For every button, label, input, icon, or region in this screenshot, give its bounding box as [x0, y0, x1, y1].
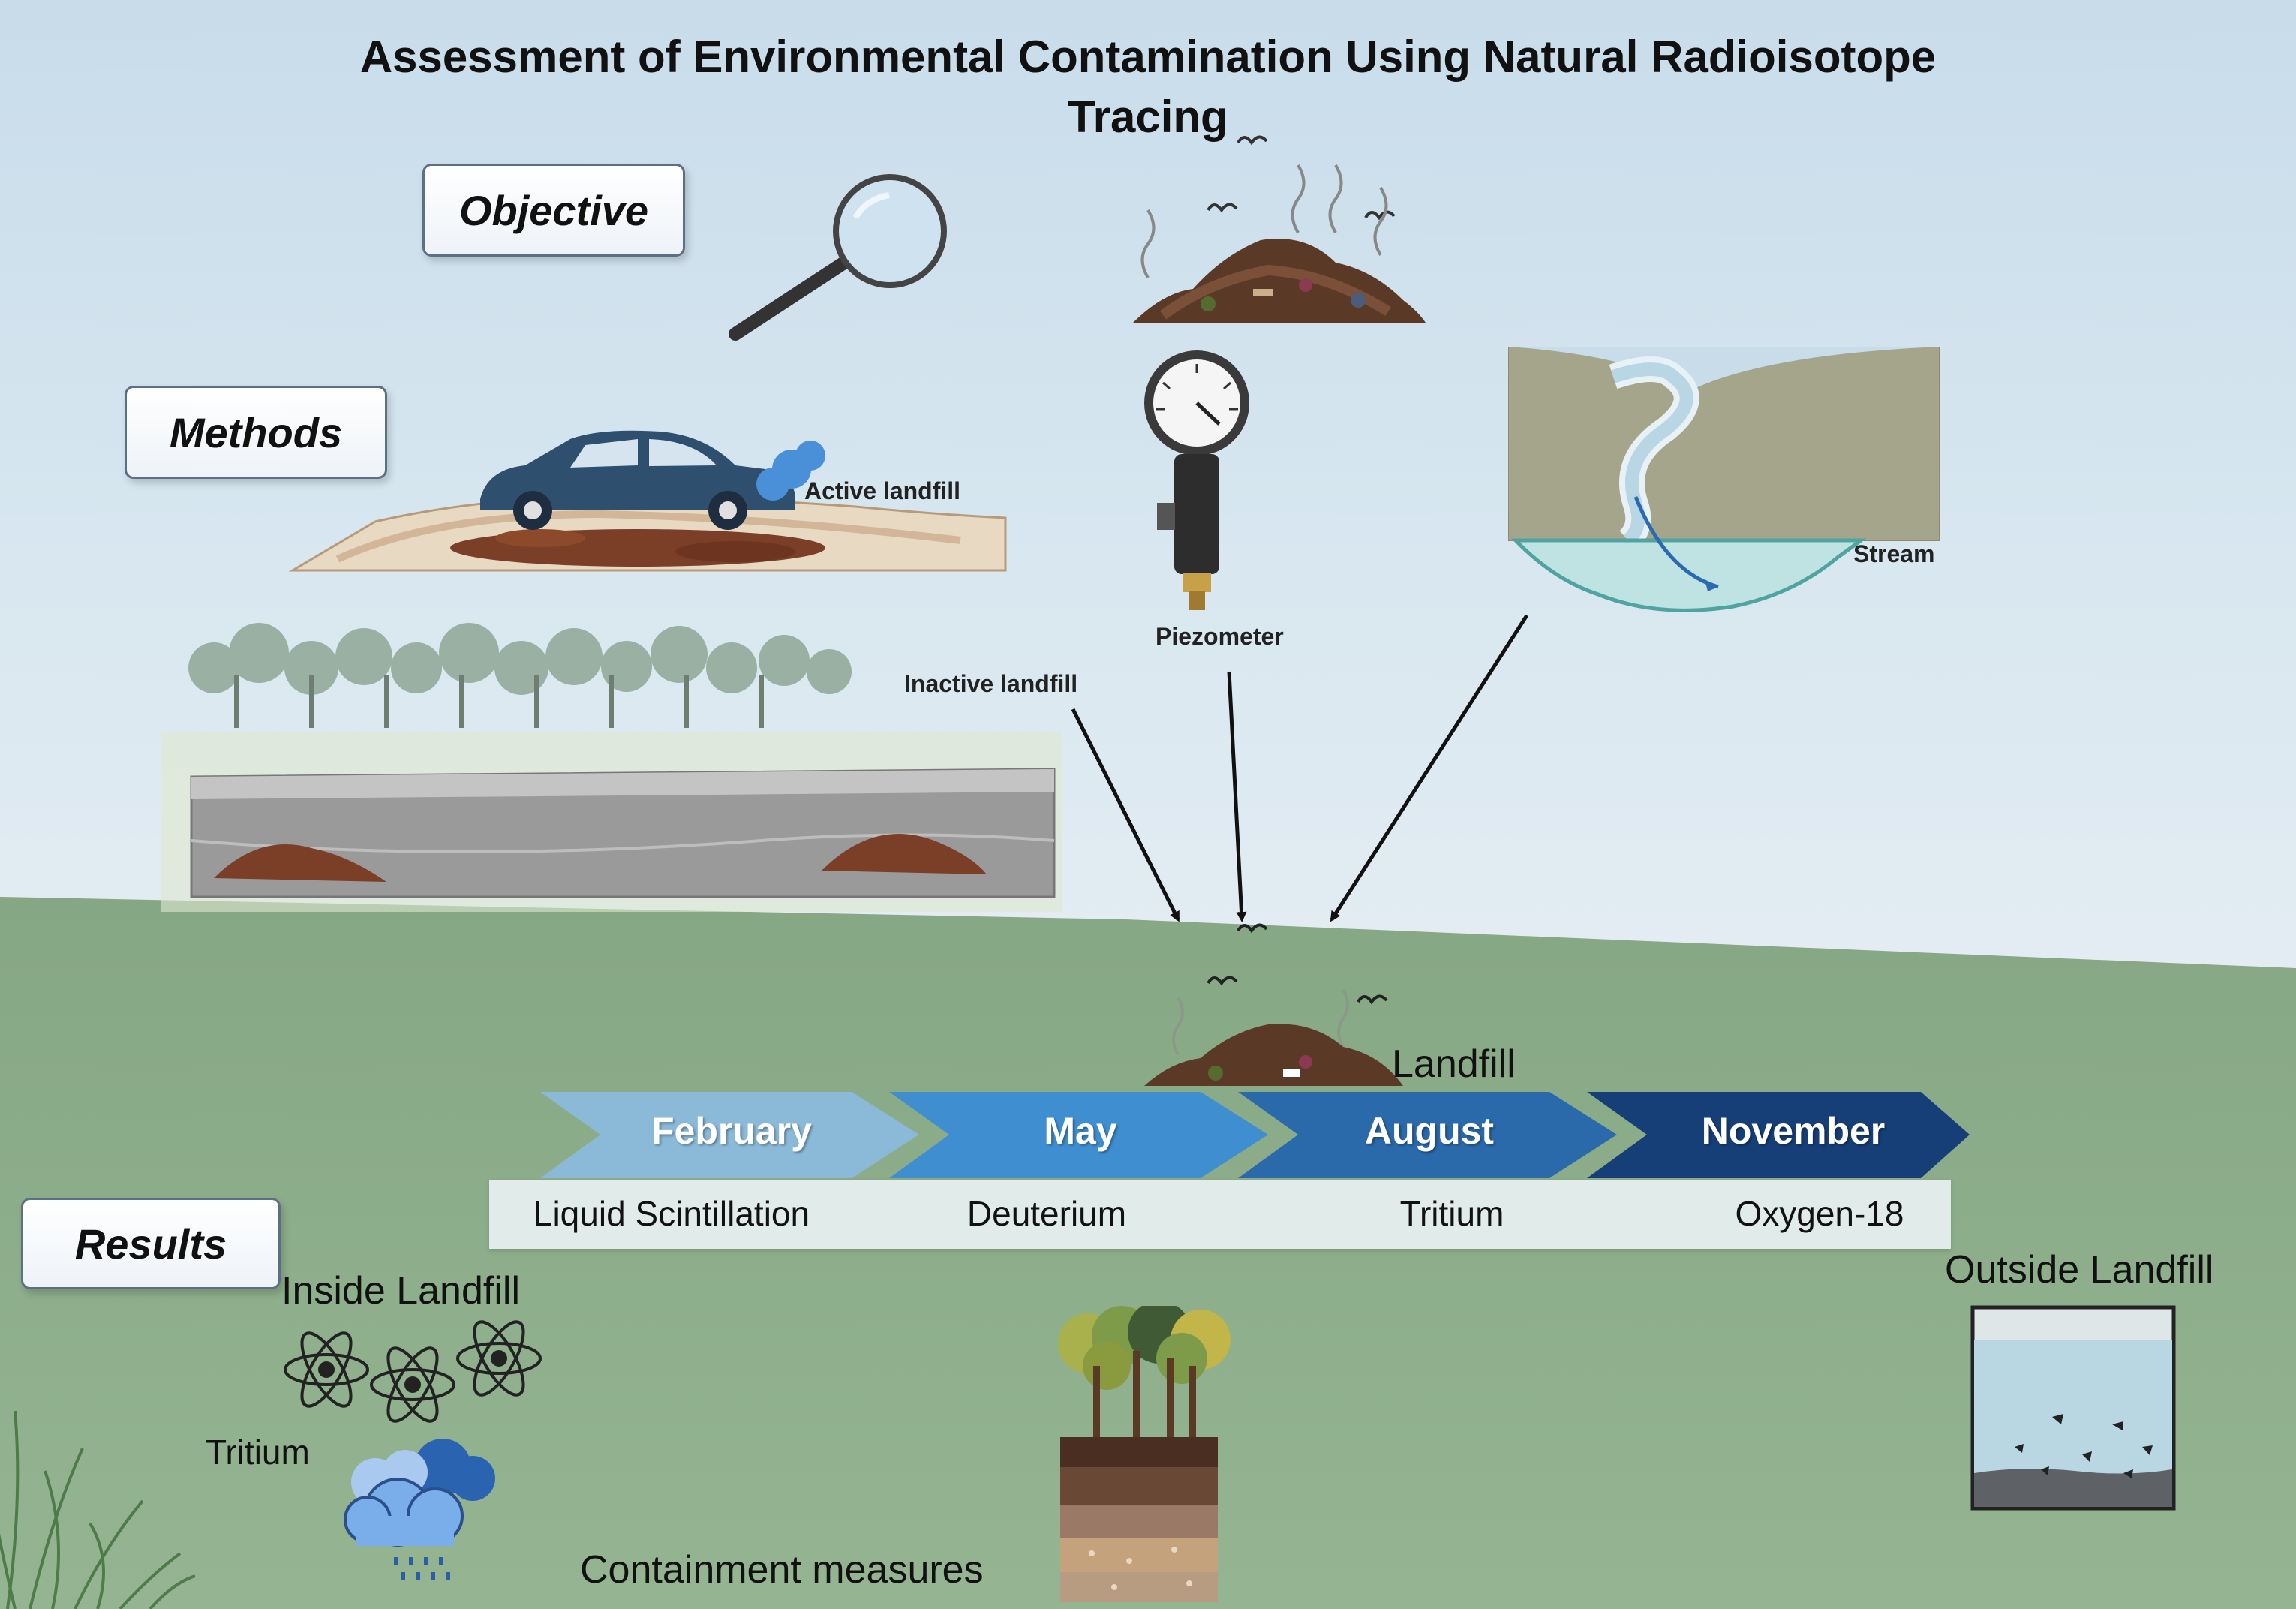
- inside-landfill-label: Inside Landfill: [281, 1269, 520, 1313]
- timeline-chevrons: [540, 1092, 1970, 1178]
- measure-liquid-scintillation: Liquid Scintillation: [533, 1194, 810, 1233]
- landfill-pile-center: [1144, 923, 1403, 1086]
- measurement-bar: [489, 1180, 1951, 1249]
- methods-label: Methods: [169, 408, 343, 456]
- measure-oxygen-18: Oxygen-18: [1735, 1194, 1904, 1233]
- objective-label: Objective: [458, 186, 649, 234]
- containment-measures-label: Containment measures: [580, 1548, 984, 1592]
- trees-soil-column: [1058, 1306, 1231, 1602]
- measure-deuterium: Deuterium: [966, 1194, 1127, 1233]
- month-february: February: [651, 1110, 812, 1152]
- stream-label: Stream: [1853, 540, 1935, 567]
- atom-icon: [370, 1346, 455, 1423]
- inactive-landfill-label: Inactive landfill: [904, 670, 1078, 697]
- landfill-label: Landfill: [1392, 1042, 1516, 1086]
- outside-landfill-container: [1970, 1305, 2176, 1511]
- chevron-august: [1238, 1092, 1617, 1178]
- atom-icons: [284, 1320, 542, 1423]
- month-august: August: [1364, 1110, 1495, 1152]
- methods-box: Methods: [125, 386, 387, 479]
- inactive-landfill-illustration: [161, 623, 1062, 912]
- results-box: Results: [21, 1198, 281, 1289]
- month-november: November: [1701, 1110, 1886, 1152]
- rain-cloud-icon: [344, 1439, 495, 1580]
- tritium-label: Tritium: [206, 1433, 310, 1472]
- outside-landfill-label: Outside Landfill: [1945, 1248, 2214, 1292]
- title-line-2: Tracing: [1068, 92, 1228, 142]
- chevron-november: [1587, 1092, 1970, 1178]
- stream-illustration: [1508, 347, 1940, 612]
- diagram-title: Assessment of Environmental Contaminatio…: [0, 27, 2296, 147]
- active-landfill-illustration: [288, 430, 1007, 572]
- waste-pile-top: [1133, 135, 1426, 323]
- piezometer-icon: [1144, 350, 1249, 610]
- chevron-may: [889, 1092, 1268, 1178]
- magnifier-icon: [729, 174, 947, 341]
- month-may: May: [1044, 1110, 1117, 1152]
- atom-icon: [456, 1320, 542, 1397]
- arrow-from-piezometer: [1227, 671, 1247, 922]
- atom-icon: [284, 1331, 369, 1408]
- chevron-february: [540, 1092, 919, 1178]
- converging-arrows: [1071, 614, 1529, 922]
- arrow-from-inactive-landfill: [1071, 708, 1180, 922]
- results-label: Results: [74, 1220, 227, 1268]
- arrow-from-stream: [1330, 614, 1529, 922]
- objective-box: Objective: [422, 164, 685, 257]
- active-landfill-label: Active landfill: [804, 477, 961, 504]
- measure-tritium: Tritium: [1399, 1194, 1504, 1233]
- title-line-1: Assessment of Environmental Contaminatio…: [359, 32, 1937, 82]
- piezometer-label: Piezometer: [1156, 623, 1284, 650]
